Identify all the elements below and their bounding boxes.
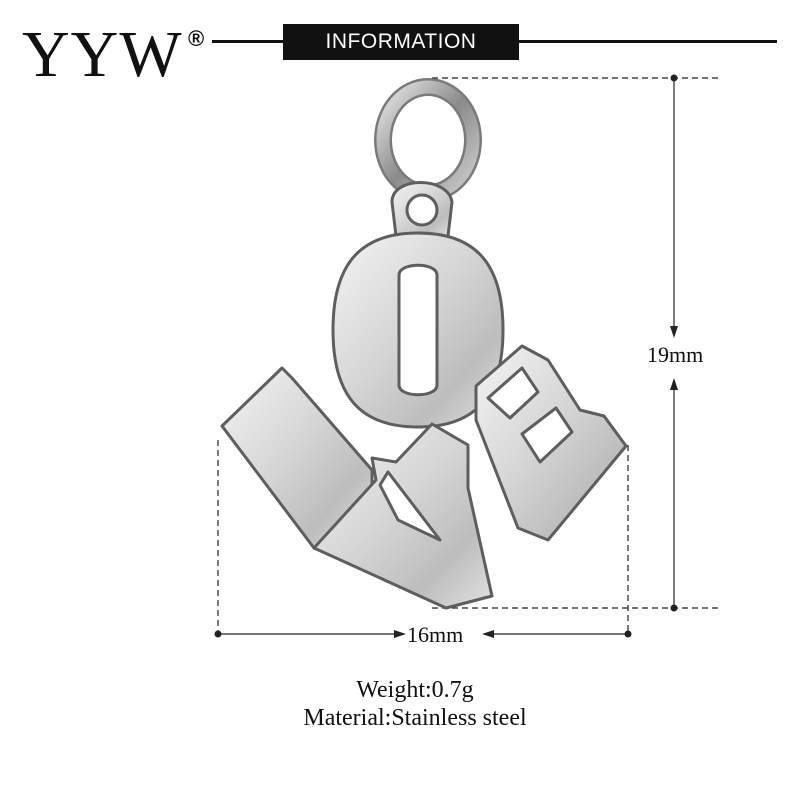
height-dimension-label: 19mm <box>647 342 704 368</box>
information-banner: INFORMATION <box>283 24 519 60</box>
brand-logo: YYW <box>22 18 183 91</box>
material-spec: Material:Stainless steel <box>303 705 527 731</box>
love-pendant <box>220 181 628 610</box>
width-dimension-label: 16mm <box>407 622 464 648</box>
dimension-lines <box>217 77 718 635</box>
weight-spec: Weight:0.7g <box>356 677 474 703</box>
jump-ring <box>374 78 482 202</box>
dimension-arrows <box>214 74 678 638</box>
registered-mark: ® <box>188 26 205 51</box>
